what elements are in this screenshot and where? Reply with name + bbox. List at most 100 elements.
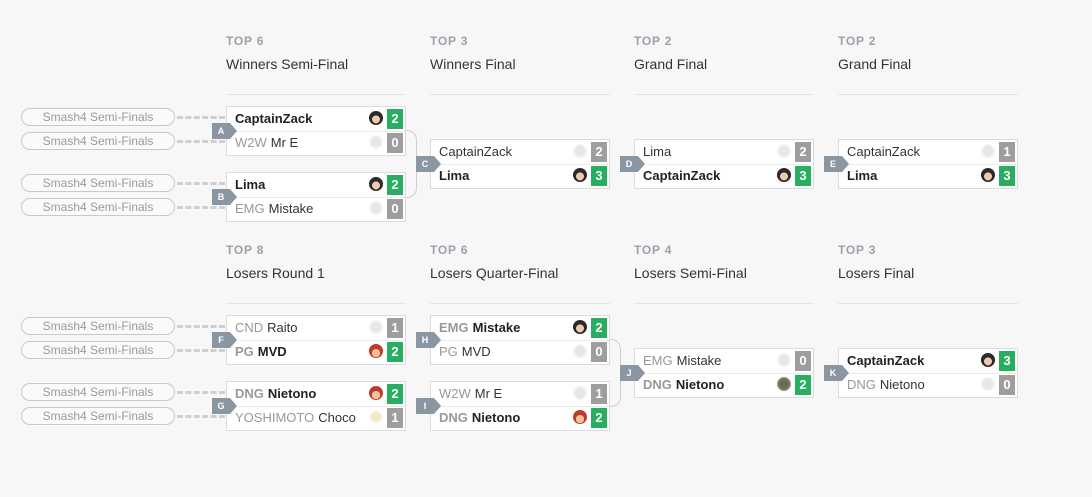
round-rank-label: TOP 4: [634, 243, 673, 257]
dark-hair-character-icon: [777, 168, 791, 182]
player-row[interactable]: CaptainZack 2: [227, 107, 405, 132]
player-row[interactable]: Lima 3: [431, 164, 609, 188]
team-prefix: DNG: [847, 377, 876, 392]
score-box: 2: [387, 109, 403, 129]
player-name: CaptainZack: [235, 111, 312, 126]
source-pill[interactable]: Smash4 Semi-Finals: [21, 407, 175, 425]
player-row[interactable]: CaptainZack 1: [839, 140, 1017, 165]
source-pill[interactable]: Smash4 Semi-Finals: [21, 341, 175, 359]
match-id-badge: A: [212, 123, 237, 139]
player-name: CaptainZack: [847, 353, 924, 368]
source-pill[interactable]: Smash4 Semi-Finals: [21, 198, 175, 216]
match-id-badge: K: [824, 365, 849, 381]
round-rank-label: TOP 3: [430, 34, 469, 48]
round-title: Grand Final: [838, 56, 912, 72]
match-id-badge: E: [824, 156, 849, 172]
source-pill[interactable]: Smash4 Semi-Finals: [21, 317, 175, 335]
round-rank-label: TOP 3: [838, 243, 877, 257]
round-rank-label: TOP 8: [226, 243, 265, 257]
round-title: Losers Final: [838, 265, 915, 281]
player-tag: Mr E: [474, 386, 503, 401]
match-id-badge: C: [416, 156, 441, 172]
white-character-icon: [573, 144, 587, 158]
dark-hair-character-icon: [573, 320, 587, 334]
round-title: Losers Round 1: [226, 265, 325, 281]
score-box: 2: [795, 375, 811, 395]
source-pill[interactable]: Smash4 Semi-Finals: [21, 108, 175, 126]
player-tag: Lima: [235, 177, 266, 192]
player-tag: CaptainZack: [643, 168, 721, 183]
dark-hair-character-icon: [369, 111, 383, 125]
round-rank-label: TOP 6: [430, 243, 469, 257]
score-box: 3: [999, 166, 1015, 186]
team-prefix: CND: [235, 320, 264, 335]
dashed-connector: [177, 325, 225, 328]
dashed-connector: [177, 182, 225, 185]
source-pill[interactable]: Smash4 Semi-Finals: [21, 132, 175, 150]
white-character-icon: [369, 201, 383, 215]
score-box: 1: [999, 142, 1015, 162]
match-id-badge: B: [212, 189, 237, 205]
match-id-badge: D: [620, 156, 645, 172]
score-box: 2: [591, 318, 607, 338]
player-tag: Choco: [318, 410, 356, 425]
score-box: 2: [591, 142, 607, 162]
player-tag: Lima: [643, 144, 672, 159]
dark-hair-character-icon: [573, 168, 587, 182]
player-name: Lima: [439, 168, 469, 183]
team-prefix: EMG: [235, 201, 265, 216]
source-pill[interactable]: Smash4 Semi-Finals: [21, 174, 175, 192]
player-tag: CaptainZack: [847, 144, 920, 159]
player-tag: CaptainZack: [847, 353, 925, 368]
dashed-connector: [177, 206, 225, 209]
score-box: 3: [591, 166, 607, 186]
dashed-connector: [177, 415, 225, 418]
cream-character-icon: [369, 410, 383, 424]
team-prefix: DNG: [643, 377, 672, 392]
source-pill[interactable]: Smash4 Semi-Finals: [21, 383, 175, 401]
player-name: CaptainZack: [643, 168, 720, 183]
white-character-icon: [777, 144, 791, 158]
player-tag: Lima: [439, 168, 470, 183]
